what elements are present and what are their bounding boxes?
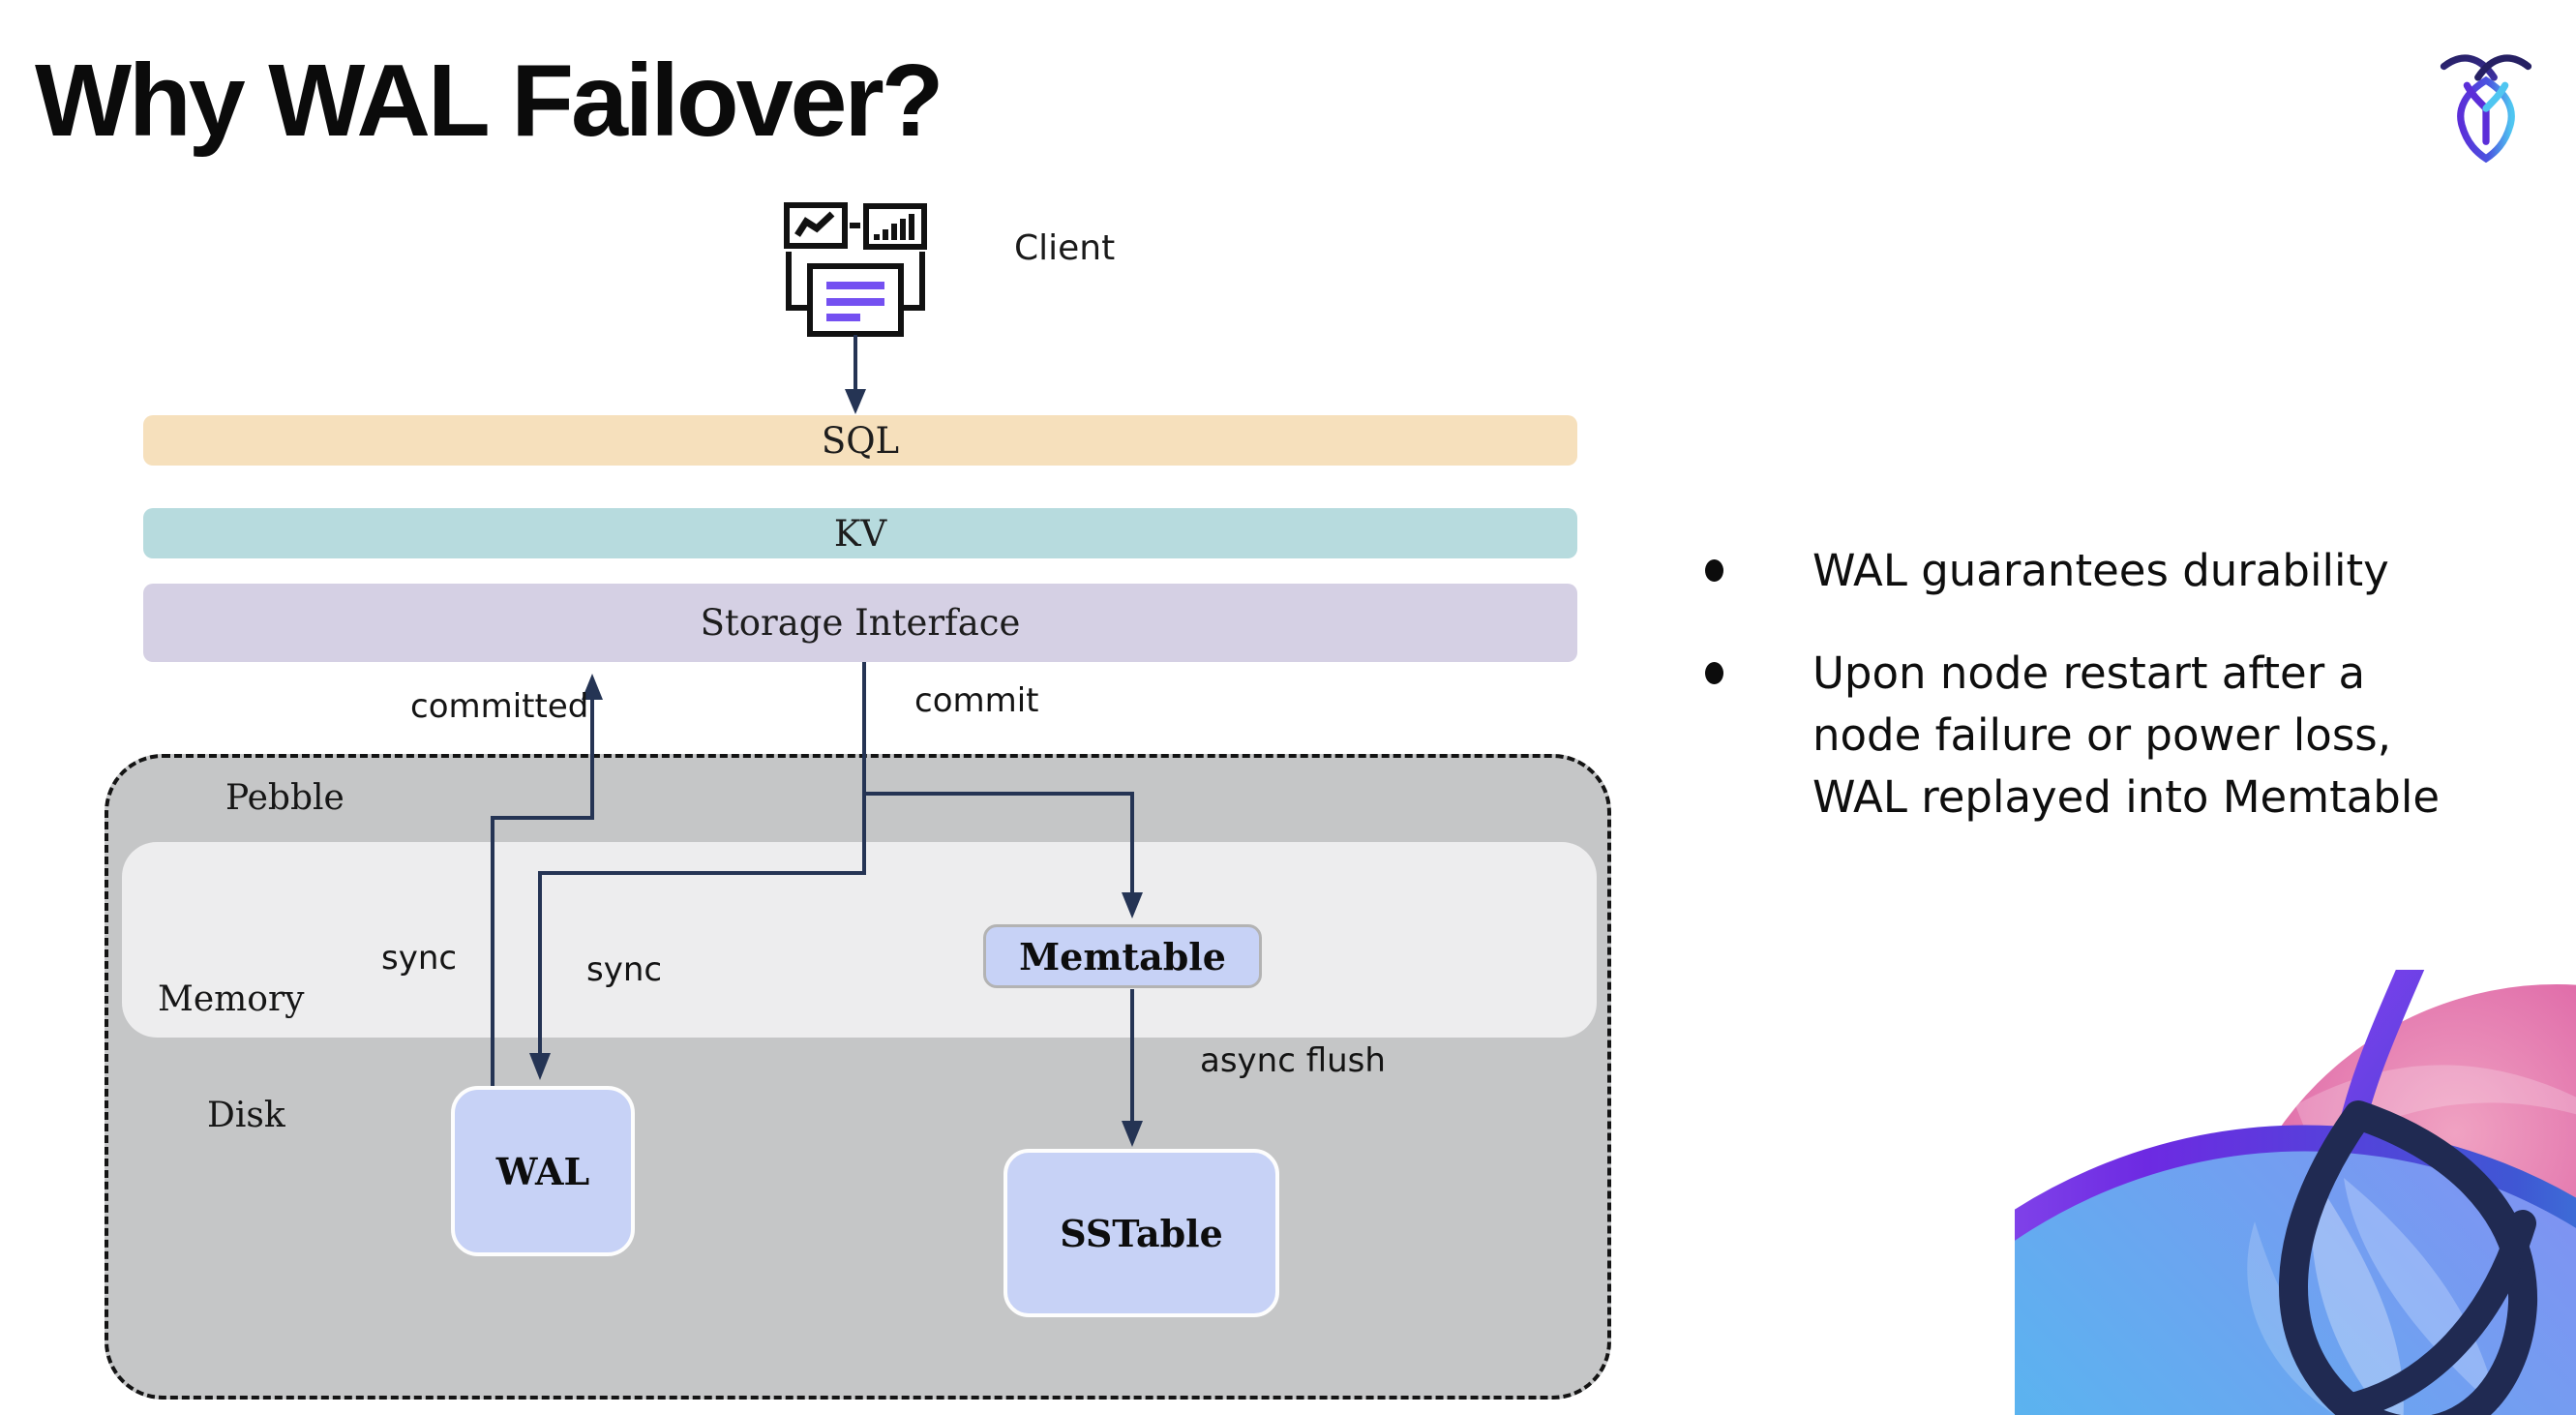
bullet-dot <box>1705 559 1723 582</box>
bullet-line: WAL replayed into Memtable <box>1812 771 2441 823</box>
edge-label-sync-right: sync <box>586 950 663 989</box>
art-navy-leaf-outline <box>2279 1100 2538 1415</box>
memory-label: Memory <box>158 979 305 1019</box>
layer-label-sql: SQL <box>821 419 900 462</box>
bullet-text: Upon node restart after a node failure o… <box>1812 643 2440 828</box>
cockroachdb-logo-icon <box>2440 54 2532 163</box>
disk-label: Disk <box>207 1096 285 1135</box>
bullet-item-replay: Upon node restart after a node failure o… <box>1705 643 2557 828</box>
layer-label-storage-interface: Storage Interface <box>700 602 1021 644</box>
bullet-item-durability: WAL guarantees durability <box>1705 540 2557 602</box>
memtable-node-label: Memtable <box>1019 934 1226 978</box>
wal-node-label: WAL <box>495 1149 590 1193</box>
layer-bar-kv: KV <box>143 508 1577 558</box>
wal-node: WAL <box>451 1086 635 1256</box>
memtable-node: Memtable <box>983 924 1262 988</box>
client-label: Client <box>1014 228 1116 268</box>
edge-label-committed: committed <box>410 687 589 726</box>
sstable-node-label: SSTable <box>1060 1211 1223 1255</box>
art-petal <box>2311 1178 2404 1415</box>
bullet-text: WAL guarantees durability <box>1812 545 2389 596</box>
bullet-dot <box>1705 662 1723 684</box>
sstable-node: SSTable <box>1003 1149 1279 1317</box>
dash-connector <box>850 223 860 228</box>
page-title: Why WAL Failover? <box>35 44 944 158</box>
layer-bar-storage-interface: Storage Interface <box>143 584 1577 662</box>
client-apps-icon <box>784 202 927 337</box>
memory-band <box>122 842 1597 1038</box>
layer-label-kv: KV <box>833 512 887 555</box>
brand-decoration-graphic <box>2015 970 2576 1415</box>
edge-label-commit: commit <box>914 681 1039 720</box>
art-blue-rim-arc <box>2015 1125 2576 1242</box>
pebble-label: Pebble <box>225 778 344 818</box>
edge-label-sync-left: sync <box>381 939 458 978</box>
art-navy-stem <box>2335 1210 2536 1415</box>
arrowhead-sql <box>845 389 866 414</box>
bullet-line: node failure or power loss, <box>1812 709 2392 761</box>
layer-bar-sql: SQL <box>143 415 1577 466</box>
bullet-line: Upon node restart after a <box>1812 647 2366 699</box>
edge-label-async-flush: async flush <box>1200 1041 1386 1080</box>
